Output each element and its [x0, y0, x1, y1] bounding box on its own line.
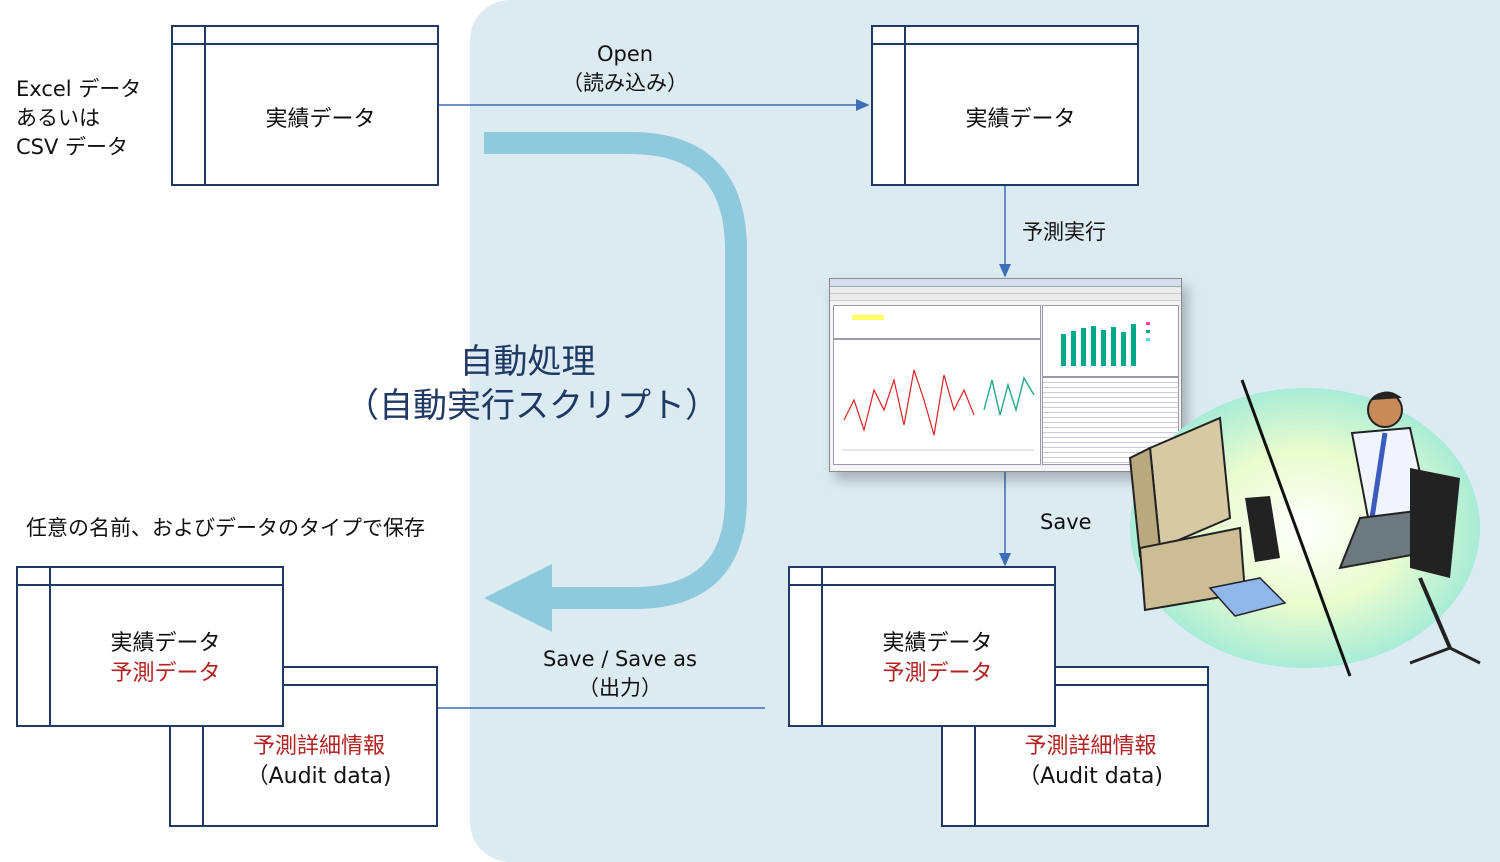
automation-label-line: （自動実行スクリプト）	[345, 386, 719, 426]
open-label-line: Open	[596, 42, 654, 66]
open-label: Open （読み込み）	[540, 40, 710, 98]
screenshot-line-chart	[842, 369, 1035, 451]
source-label: Excel データ あるいは CSV データ	[16, 75, 141, 162]
result-audit-text: 予測詳細情報	[1024, 734, 1157, 759]
opened-box-text: 実績データ	[965, 107, 1076, 132]
saved-audit-text: 予測詳細情報	[252, 734, 385, 759]
automation-curve-arrow	[484, 132, 747, 609]
source-box-text: 実績データ	[265, 107, 376, 132]
open-label-line: （読み込み）	[562, 71, 688, 95]
result-forecast-text: 予測データ	[882, 661, 993, 686]
source-label-line: Excel データ	[16, 77, 142, 101]
save-label: Save	[1040, 510, 1092, 534]
source-label-line: あるいは	[16, 106, 100, 130]
screenshot-bar-chart	[1061, 322, 1150, 366]
forecast-label: 予測実行	[1022, 220, 1106, 244]
result-actual-text: 実績データ	[882, 631, 993, 656]
save-caption: 任意の名前、およびデータのタイプで保存	[26, 516, 425, 540]
saved-forecast-text: 予測データ	[110, 661, 221, 686]
office-worker-clipart	[1128, 379, 1481, 677]
automation-label-line: 自動処理	[459, 342, 596, 382]
saved-audit-subtext: （Audit data)	[246, 764, 392, 789]
saved-data-box: 実績データ 予測データ	[16, 566, 284, 727]
source-data-box: 実績データ	[171, 25, 439, 186]
software-screenshot	[829, 278, 1182, 472]
save-as-label-line: （出力）	[578, 676, 662, 700]
automation-label: 自動処理 （自動実行スクリプト）	[345, 340, 719, 428]
result-audit-subtext: （Audit data)	[1018, 764, 1163, 789]
source-label-line: CSV データ	[16, 135, 129, 159]
save-as-label: Save / Save as （出力）	[520, 645, 720, 703]
automation-arrow-head	[484, 564, 552, 632]
save-as-label-line: Save / Save as	[542, 647, 697, 671]
result-data-box: 実績データ 予測データ	[788, 566, 1056, 727]
opened-data-box: 実績データ	[871, 25, 1139, 186]
saved-actual-text: 実績データ	[110, 631, 221, 656]
